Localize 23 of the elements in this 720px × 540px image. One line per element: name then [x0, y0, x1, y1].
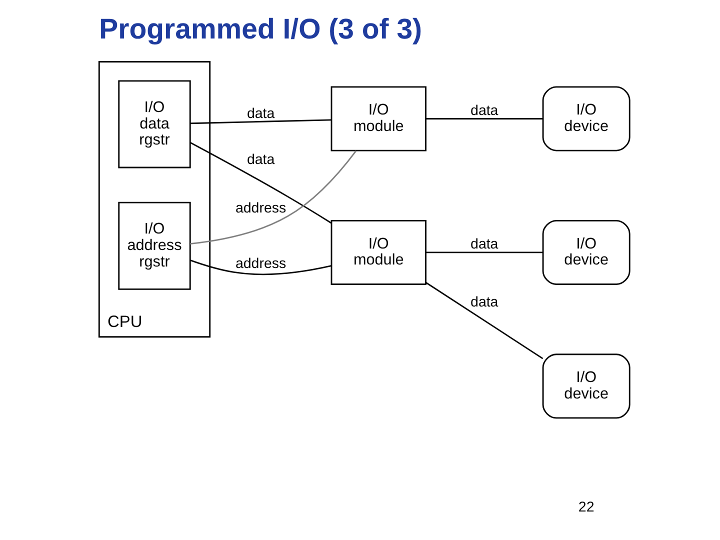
connector: [190, 119, 332, 124]
connector: [426, 118, 543, 120]
edge-label: data: [246, 106, 275, 122]
diagram-title: Programmed I/O (3 of 3): [99, 14, 422, 46]
connector: [190, 142, 332, 224]
edge-label: data: [470, 102, 498, 119]
node-box: I/O address rgstr: [118, 202, 191, 290]
edge-label: data: [470, 236, 498, 253]
connector: [425, 282, 544, 360]
node-box: I/O device: [542, 86, 630, 152]
node-box: I/O data rgstr: [118, 80, 191, 168]
node-box: I/O device: [542, 220, 630, 285]
edge-label: address: [235, 256, 286, 272]
edge-label: data: [470, 294, 498, 311]
edge-label: data: [246, 152, 275, 168]
edge-label: address: [235, 200, 286, 216]
label: 22: [578, 500, 594, 516]
node-box: I/O device: [542, 354, 630, 419]
node-box: I/O module: [330, 86, 426, 152]
node-box: I/O module: [330, 220, 426, 285]
connector: [190, 150, 357, 245]
connector: [190, 260, 332, 276]
connector: [426, 252, 543, 254]
